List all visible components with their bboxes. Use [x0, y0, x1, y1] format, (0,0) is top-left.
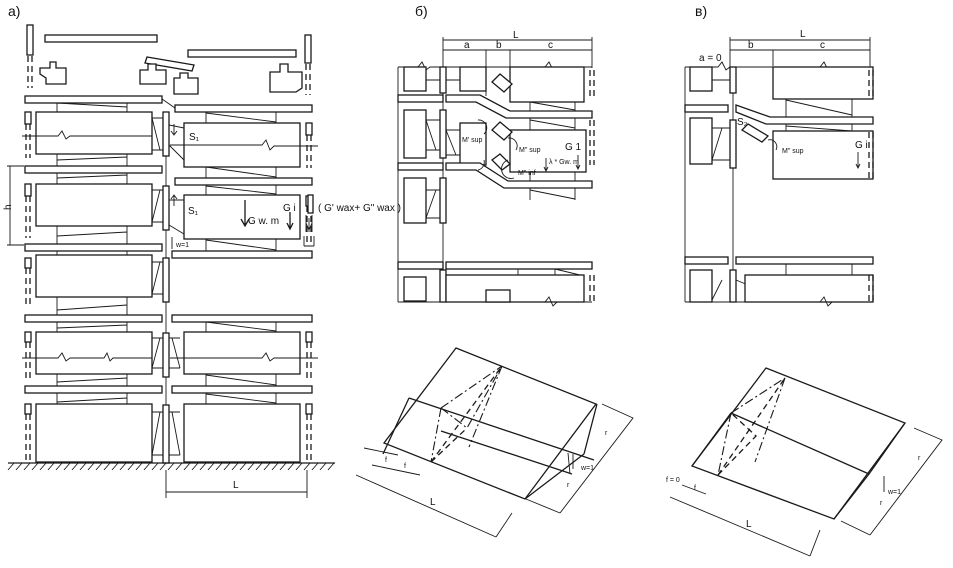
- c-l-label: L: [800, 29, 806, 40]
- iso-b-l-label: L: [430, 497, 436, 508]
- g-i-label: G i: [283, 203, 296, 214]
- l-dimension: [165, 470, 308, 498]
- panel-a-label: а): [8, 3, 20, 19]
- c-m-sup-label: M" sup: [782, 148, 804, 155]
- iso-c-f0-label: f = 0: [666, 477, 680, 484]
- c-lower-slab: [735, 256, 874, 265]
- right-wall-panels: [183, 122, 301, 463]
- central-column: [151, 111, 181, 464]
- g1-label: G 1: [565, 142, 582, 153]
- moment-arc-icon: [507, 137, 518, 151]
- c-c-label: c: [820, 40, 825, 51]
- g-i-arrow: [286, 212, 294, 231]
- left-ties: [56, 102, 128, 404]
- lambda-g-label: λ * Gw. m: [549, 159, 579, 166]
- g-wm-label: G w. m: [248, 216, 279, 227]
- iso-c-r2-label: r: [880, 500, 883, 507]
- b-tilted-link: [491, 153, 511, 171]
- c-deformed-slab: [735, 104, 874, 125]
- panel-b-label: б): [415, 3, 428, 19]
- iso-c-w-label: w=1: [887, 489, 901, 496]
- g-wm-arrow: [240, 200, 250, 228]
- g-wax-label: ( G' wax+ G" wax ): [318, 203, 401, 214]
- iso-c-r-label: r: [918, 455, 921, 462]
- left-outer-columns: [24, 111, 32, 460]
- b-b-label: b: [496, 40, 502, 51]
- iso-b-w-label: w=1: [580, 465, 594, 472]
- m-sup-dbl-label: M" sup: [519, 147, 541, 154]
- right-ties: [205, 112, 277, 404]
- b-upper-panel: [509, 66, 585, 103]
- panel-c-label: в): [695, 3, 707, 19]
- b-a-label: a: [464, 40, 470, 51]
- b-tilted-block: [491, 73, 513, 93]
- roof-block: [269, 63, 303, 93]
- ground-hatch: [7, 462, 335, 471]
- moment-arc-icon: [501, 159, 515, 179]
- roof-slab-right: [187, 49, 297, 58]
- panel-c: в) L b c a = 0 S₂ M" sup: [684, 3, 874, 307]
- s1-label-top: S₁: [189, 132, 200, 143]
- left-wall-panels: [35, 111, 153, 463]
- moment-arc-icon: [767, 139, 778, 151]
- column-stub: [304, 34, 312, 64]
- iso-c: f = 0 f L r w=1 r: [666, 367, 943, 557]
- b-ground-panel: [445, 274, 585, 303]
- m-inf-dbl-label: M" inf: [518, 170, 536, 177]
- column-stub: [26, 24, 34, 56]
- c-b-label: b: [748, 40, 754, 51]
- iso-b-f1-label: f: [385, 457, 387, 464]
- iso-b-r-label: r: [605, 430, 608, 437]
- dimension-lines-c: [729, 37, 871, 68]
- s1-label: S₁: [188, 206, 199, 217]
- falling-slab: [144, 56, 195, 72]
- b-falling-panel: [509, 129, 587, 173]
- iso-b: f f L r w=1 r: [355, 347, 634, 538]
- c-upper-panel: [772, 66, 874, 100]
- iso-c-l-label: L: [746, 519, 752, 530]
- roof-block: [173, 72, 199, 95]
- right-floor-slabs: [171, 104, 313, 394]
- h-label: h: [3, 204, 14, 210]
- b-tilted-link: [491, 121, 513, 141]
- iso-b-outline: [382, 347, 598, 500]
- c-s2-link: [740, 123, 770, 143]
- l-label: L: [233, 480, 239, 491]
- c-ground-panel: [744, 274, 874, 303]
- iso-b-r2-label: r: [567, 482, 570, 489]
- left-floor-slabs: [24, 95, 163, 394]
- roof-block: [39, 61, 67, 85]
- w-label: w=1: [175, 242, 189, 249]
- panel-a: а): [3, 3, 401, 498]
- moment-arc-icon: [477, 119, 488, 135]
- b-l-label: L: [513, 30, 519, 41]
- roof-block: [139, 63, 167, 85]
- b-c-label: c: [548, 40, 553, 51]
- c-a0-label: a = 0: [699, 53, 722, 64]
- b-deformed-slabs: [445, 94, 593, 270]
- moment-arc-icon: [477, 159, 485, 171]
- m-sup-prime-label: M' sup: [462, 137, 483, 144]
- iso-b-f2-label: f: [404, 463, 406, 470]
- right-outer-columns: [305, 122, 313, 460]
- roof-slab-left: [44, 34, 158, 43]
- s2-label: S₂: [737, 117, 748, 128]
- iso-c-f-label: f: [694, 485, 696, 492]
- b-opening: [485, 289, 511, 303]
- c-falling-panel: [772, 130, 874, 180]
- h-dimension: [7, 165, 24, 246]
- c-left-structure: [684, 66, 761, 303]
- b-left-structure: [397, 66, 487, 303]
- c-g-i-label: G i: [855, 140, 868, 151]
- panel-b: б) L a b c: [397, 3, 595, 307]
